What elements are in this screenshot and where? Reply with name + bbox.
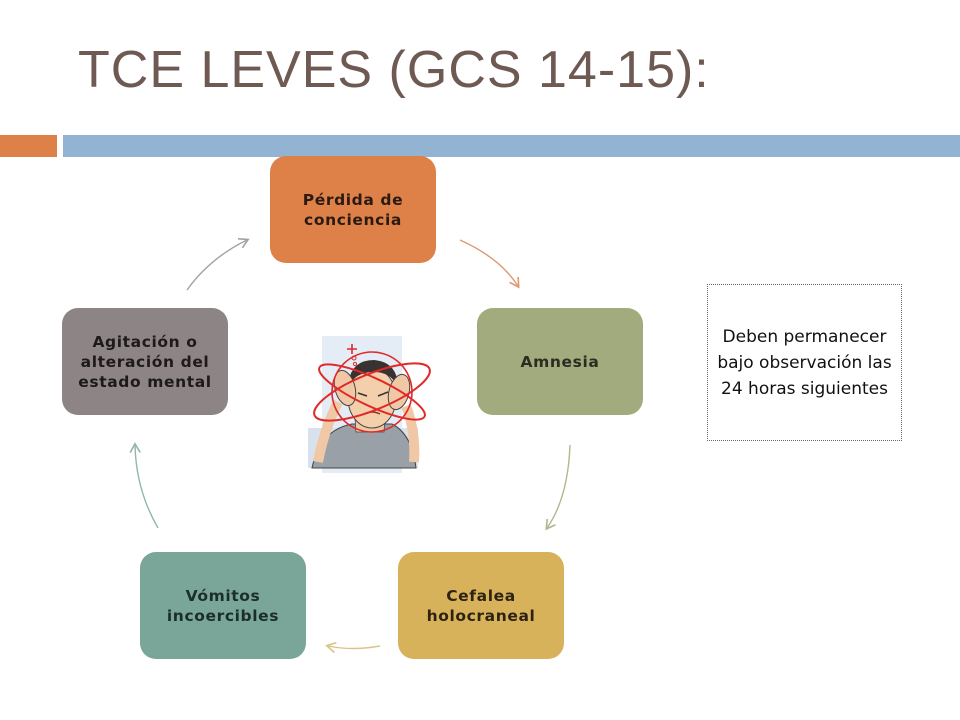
- observation-note: Deben permanecer bajo observación las 24…: [707, 284, 902, 441]
- cycle-node-agitacion: Agitación o alteración del estado mental: [62, 308, 228, 415]
- slide-title: TCE LEVES (GCS 14-15):: [78, 41, 710, 99]
- cycle-node-vomitos: Vómitos incoercibles: [140, 552, 306, 659]
- headache-illustration-icon: [308, 336, 431, 473]
- arrow-2-to-3: [545, 444, 571, 531]
- cycle-node-perdida-conciencia: Pérdida de conciencia: [270, 156, 436, 263]
- cycle-node-amnesia: Amnesia: [477, 308, 643, 415]
- arrow-3-to-4: [325, 641, 381, 654]
- accent-bar-orange: [0, 135, 57, 157]
- arrow-4-to-5: [129, 442, 159, 529]
- arrow-5-to-1: [186, 237, 250, 291]
- arrow-1-to-2: [459, 239, 520, 289]
- cycle-node-cefalea: Cefalea holocraneal: [398, 552, 564, 659]
- accent-bar-blue: [63, 135, 960, 157]
